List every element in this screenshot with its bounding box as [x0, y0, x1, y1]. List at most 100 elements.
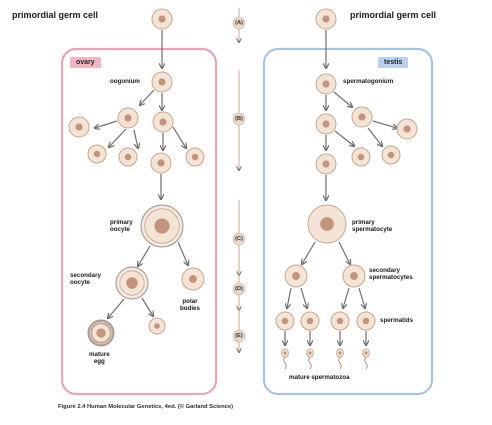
spermatogonium-daughter-2-nucleus [358, 113, 366, 121]
spermatogonium-daughter-1-nucleus [322, 120, 330, 128]
spermatogonium-label: spermatogonium [343, 78, 394, 85]
spermatogonium-grand-4-nucleus [403, 125, 411, 133]
spermatogonium-grand-1-nucleus [322, 160, 330, 168]
oogonium-cell-nucleus [158, 78, 166, 86]
secondary-spermatocyte-2 [342, 264, 366, 288]
first-polar-body-nucleus [189, 275, 197, 283]
arrow-primary-to-secondary [138, 245, 151, 266]
stage-marker-0 [232, 16, 246, 30]
arrow-secondary-to-polar2 [141, 297, 153, 316]
primary-spermatocyte-cell-nucleus [320, 217, 334, 231]
oogonium-grand-4 [150, 152, 172, 174]
spermatozoon-3 [336, 348, 344, 370]
second-polar-body [148, 317, 166, 335]
arrow-ss2-to-st3 [343, 287, 350, 308]
female-primordial-germ-cell-nucleus [158, 15, 166, 23]
stage-d-label: (D) [235, 286, 243, 292]
secondary-oocyte-cell-corona [117, 268, 147, 298]
figure-caption: Figure 2.4 Human Molecular Genetics, 4ed… [58, 404, 234, 410]
spermatozoon-4-nucleus [364, 351, 368, 355]
arrow-primary-to-polar [177, 241, 188, 265]
oogonium-grand-5-nucleus [191, 153, 199, 161]
spermatid-1-nucleus [281, 317, 289, 325]
secondary-spermatocytes-label: secondary spermatocytes [369, 267, 413, 282]
oogonium-grand-1 [68, 116, 90, 138]
secondary-oocyte-label: secondary oocyte [70, 272, 101, 287]
arrow-secondary-to-egg [108, 298, 125, 318]
primary-spermatocyte-cell [307, 204, 347, 244]
primary-oocyte-cell [140, 204, 184, 248]
stage-marker-2 [232, 232, 246, 246]
arrow-sd2-down [367, 127, 382, 146]
spermatogonium-grand-3-nucleus [387, 151, 395, 159]
oogonium-grand-4-nucleus [157, 159, 165, 167]
stage-a-label: (A) [235, 20, 243, 26]
spermatogonium-cell [315, 73, 337, 95]
arrow-ss1-to-st1 [287, 287, 292, 308]
female-primordial-germ-cell [151, 8, 173, 30]
secondary-oocyte-cell-nucleus [126, 277, 138, 289]
secondary-spermatocyte-2-nucleus [350, 272, 358, 280]
second-polar-body-nucleus [154, 323, 160, 329]
spermatogonium-grand-1 [315, 153, 337, 175]
mature-spermatozoa-label: mature spermatozoa [289, 374, 350, 381]
spermatogonium-grand-2-nucleus [357, 153, 365, 161]
spermatogonium-grand-2 [351, 147, 371, 167]
male-primordial-germ-cell-label: primordial germ cell [350, 10, 437, 20]
spermatozoon-1 [281, 348, 289, 370]
spermatogonium-daughter-2 [351, 106, 373, 128]
mature-egg-cell-corona [89, 321, 113, 345]
mature-egg-cell [87, 319, 115, 347]
arrow-primary-to-secondary-1 [302, 241, 316, 264]
spermatozoon-2-nucleus [308, 351, 312, 355]
arrow-sd1-right [334, 130, 354, 146]
mature-egg-label: mature egg [89, 351, 110, 366]
spermatozoon-3-nucleus [338, 351, 342, 355]
spermatozoon-1-tail [283, 356, 287, 370]
arrow-daughter1-to-b [109, 128, 127, 147]
secondary-spermatocyte-1-nucleus [292, 272, 300, 280]
stage-b-label: (B) [235, 116, 243, 122]
male-primordial-germ-cell [315, 8, 337, 30]
arrow-ss1-to-st2 [300, 287, 307, 308]
secondary-oocyte-cell [115, 266, 149, 300]
ovary-tag: ovary [70, 57, 101, 68]
oogonium-grand-5 [185, 147, 205, 167]
first-polar-body [181, 267, 205, 291]
spermatozoon-4-tail [364, 356, 368, 370]
male-primordial-germ-cell-nucleus [322, 15, 330, 23]
spermatid-2-nucleus [306, 317, 314, 325]
secondary-spermatocyte-1 [284, 264, 308, 288]
spermatid-1 [275, 311, 295, 331]
oogonium-daughter-2 [152, 111, 174, 133]
spermatozoon-2 [306, 348, 314, 370]
oogonium-daughter-1-nucleus [124, 114, 132, 122]
arrow-daughter1-to-a [95, 120, 118, 128]
polar-bodies-label: polar bodies [180, 298, 200, 313]
ovary-frame [60, 47, 218, 396]
oogonium-daughter-2-nucleus [159, 118, 167, 126]
female-primordial-germ-cell-label: primordial germ cell [12, 10, 99, 20]
primary-spermatocyte-label: primary spermatocyte [352, 219, 393, 234]
arrow-daughter1-to-c [133, 129, 138, 148]
spermatid-3 [330, 311, 350, 331]
arrow-ss2-to-st4 [358, 287, 365, 308]
oogonium-grand-2-nucleus [93, 150, 101, 158]
arrow-sd2-right [372, 120, 397, 128]
spermatids-label: spermatids [380, 317, 414, 324]
stage-e-label: (E) [235, 333, 243, 339]
oogonium-grand-3 [118, 147, 138, 167]
stage-c-label: (C) [235, 236, 243, 242]
spermatogonium-daughter-1 [315, 113, 337, 135]
spermatid-4-nucleus [362, 317, 370, 325]
testis-tag: testis [378, 57, 409, 68]
spermatid-4 [356, 311, 376, 331]
spermatozoon-1-nucleus [283, 351, 287, 355]
oogonium-grand-2 [87, 144, 107, 164]
spermatid-3-nucleus [336, 317, 344, 325]
oogonium-daughter-1 [117, 107, 139, 129]
primary-oocyte-label: primary oocyte [110, 219, 133, 234]
arrow-oogonium-to-left [140, 89, 155, 105]
